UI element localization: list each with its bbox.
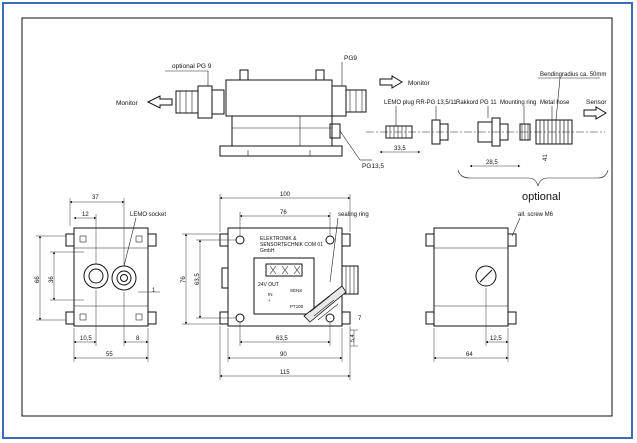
sensor-label: Sensor (586, 99, 607, 106)
term-b: + (268, 298, 271, 303)
housing-base (219, 145, 343, 157)
term-c: SENS (290, 288, 302, 293)
screw-icon (235, 313, 245, 323)
lemo-socket-label: LEMO socket (130, 212, 166, 218)
right-gland (475, 265, 497, 287)
terminal-board (253, 257, 315, 315)
dim-66: 66 (35, 276, 41, 283)
plate-line3: GmbH (260, 248, 275, 254)
pg9-gland-left (175, 90, 199, 114)
dim-76v: 76 (181, 276, 187, 283)
top-view: Monitor optional PG 9 PG9 PG13,5 (116, 55, 609, 203)
dim-64: 64 (466, 352, 473, 358)
lemo-plug-label: LEMO plug (384, 100, 414, 106)
dim-8: 8 (136, 336, 140, 342)
rakkord-label: Rakkord PG 11 (456, 100, 497, 106)
pg135-label: PG13,5 (362, 163, 384, 170)
screw-icon (235, 235, 245, 245)
plate-line2: SENSORTECHNIK COM 01 (260, 242, 323, 248)
monitor-left-arrow-icon (146, 95, 173, 109)
dim-1: 1 (152, 288, 156, 294)
left-housing (73, 227, 149, 327)
term-d: PT100 (290, 304, 304, 309)
dim-55: 55 (106, 352, 113, 358)
monitor-left-label: Monitor (116, 100, 139, 107)
mounting-ring-label: Mounting ring (500, 100, 536, 106)
allen-screw-label: all. screw M6 (518, 212, 554, 218)
pg9-label: PG9 (344, 55, 357, 62)
optional-brace (457, 169, 609, 187)
dim-76: 76 (280, 210, 287, 216)
screw-icon (325, 313, 335, 323)
lemo-plug (385, 125, 413, 139)
right-view: all. screw M6 12,5 64 (425, 212, 554, 362)
dim-37: 37 (92, 195, 99, 201)
dim-36: 36 (49, 276, 55, 283)
sensor-arrow-icon (583, 106, 607, 120)
dim-100: 100 (280, 192, 291, 198)
monitor-right-arrow-icon (379, 75, 403, 89)
rr-pg-label: RR-PG 13,5/11 (416, 100, 457, 106)
dim-285: 28,5 (486, 160, 498, 166)
metal-hose (535, 119, 573, 145)
monitor-right-label: Monitor (408, 80, 431, 87)
dim-105: 10,5 (80, 336, 92, 342)
bending-radius-label: Bendingradius ca. 50mm (540, 72, 606, 78)
left-view: LEMO socket 37 12 66 36 1 10,5 8 55 (35, 195, 166, 362)
term-a: IN (268, 292, 273, 297)
dim-41: 41 (543, 154, 549, 161)
housing-lower (231, 115, 333, 147)
sealing-ring-label: sealing ring (338, 212, 369, 218)
dim-335: 33,5 (394, 146, 406, 152)
cable-entry (303, 285, 347, 323)
dim-90: 90 (280, 352, 287, 358)
inner-frame (21, 17, 613, 417)
dim-54: 5,4 (350, 334, 356, 342)
metal-hose-label: Metal hose (540, 100, 570, 106)
dim-635: 63,5 (276, 336, 288, 342)
screw-icon (325, 235, 335, 245)
sheet-border (2, 2, 633, 439)
dim-125: 12,5 (490, 336, 502, 342)
left-gland-1 (83, 263, 109, 289)
dim-635v: 63,5 (195, 273, 201, 285)
center-view: ELEKTRONIK & SENSORTECHNIK COM 01 GmbH 2… (181, 192, 369, 380)
optional-label: optional (522, 191, 561, 203)
optional-pg9-label: optional PG 9 (172, 63, 212, 70)
pg135-gland (331, 85, 347, 117)
right-housing (433, 227, 509, 327)
out-label: 24V OUT (258, 282, 279, 288)
dim-115: 115 (280, 370, 290, 376)
housing-top (225, 79, 333, 117)
dim-7: 7 (358, 316, 362, 322)
lemo-socket (111, 265, 137, 291)
dim-12: 12 (82, 212, 89, 218)
plate-line1: ELEKTRONIK & (260, 236, 297, 242)
